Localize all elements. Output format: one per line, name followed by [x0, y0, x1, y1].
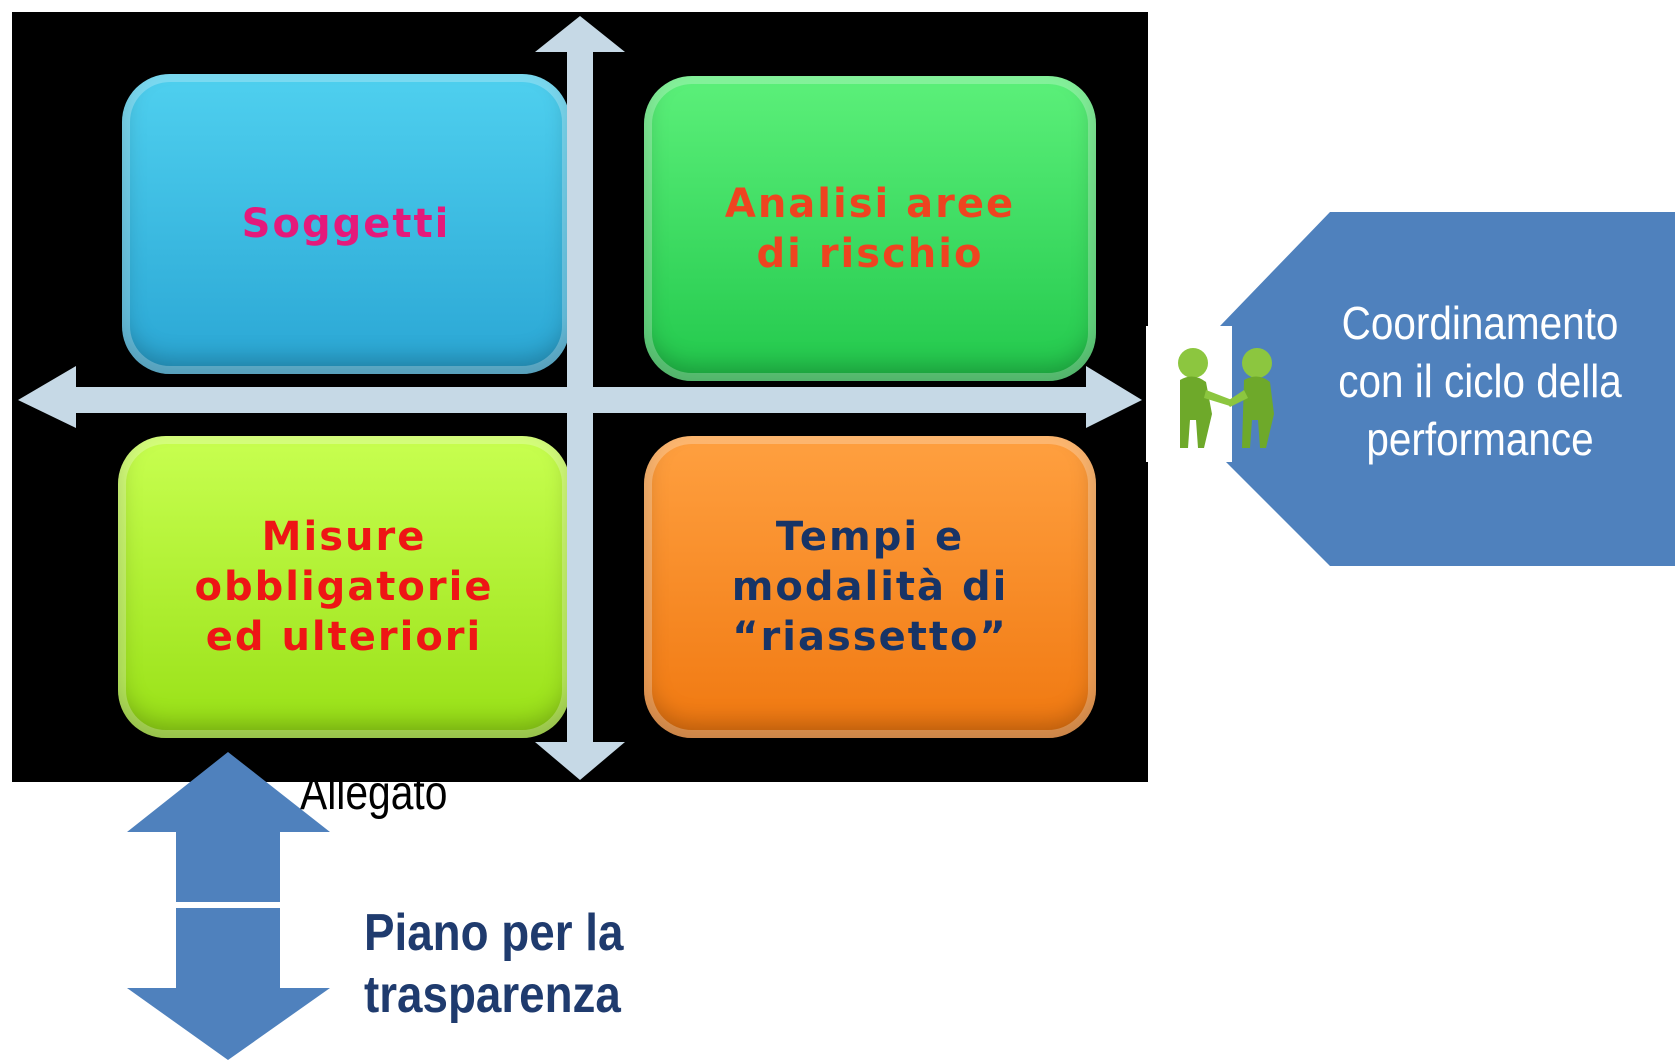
piano-trasparenza-label: Piano per la trasparenza [364, 902, 623, 1026]
piano-line: trasparenza [364, 966, 621, 1024]
coordination-line: Coordinamento [1341, 297, 1619, 349]
horizontal-axis [18, 366, 1142, 428]
quadrant-tempi: Tempi e modalità di “riassetto” [644, 436, 1096, 738]
quadrant-label: Tempi e [775, 514, 965, 560]
coordination-line: performance [1366, 413, 1594, 465]
quadrant-label: modalità di [731, 564, 1009, 610]
coordination-text: Coordinamento con il ciclo della perform… [1315, 294, 1646, 468]
coordination-line: con il ciclo della [1338, 355, 1622, 407]
quadrant-label: “riassetto” [732, 614, 1008, 660]
handshake-icon [1178, 348, 1274, 448]
double-arrow [127, 752, 330, 1060]
quadrant-label: Soggetti [241, 201, 451, 247]
quadrant-label: di rischio [756, 230, 984, 277]
piano-line: Piano per la [364, 904, 624, 962]
quadrant-misure: Misure obbligatorie ed ulteriori [118, 436, 570, 738]
quadrant-label: Misure [261, 514, 427, 560]
quadrant-soggetti: Soggetti [122, 74, 570, 374]
coordination-arrow [1146, 212, 1675, 566]
quadrant-label: obbligatorie [194, 564, 494, 610]
quadrant-label: ed ulteriori [205, 614, 483, 660]
allegato-label: Allegato [300, 767, 448, 820]
quadrant-analisi-aree: Analisi aree di rischio [644, 76, 1096, 381]
quadrant-label: Analisi aree [724, 180, 1016, 227]
